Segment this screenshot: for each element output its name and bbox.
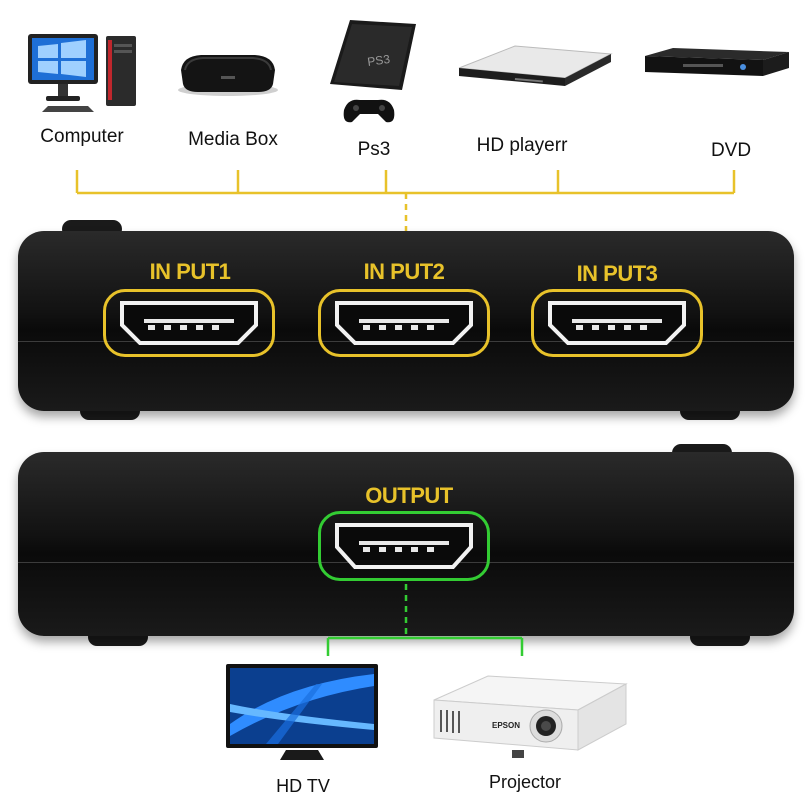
hdmi-port-icon[interactable] bbox=[546, 299, 688, 347]
input-connector-bracket bbox=[75, 170, 736, 260]
source-label-dvd: DVD bbox=[710, 140, 752, 161]
destination-label-tv: HD TV bbox=[276, 776, 330, 796]
hdmi-port-icon[interactable] bbox=[333, 299, 475, 347]
source-label-ps3: Ps3 bbox=[357, 139, 391, 160]
dvd-player-icon bbox=[645, 48, 789, 76]
destination-label-projector: Projector bbox=[488, 772, 562, 792]
hd-player-icon bbox=[458, 45, 613, 86]
input-2-port-frame[interactable] bbox=[318, 289, 490, 357]
source-label-media-box: Media Box bbox=[188, 129, 278, 150]
computer-icon bbox=[28, 34, 136, 112]
input-2-label: IN PUT2 bbox=[363, 259, 445, 284]
input-1-label: IN PUT1 bbox=[149, 259, 231, 284]
source-label-hd-player: HD playerr bbox=[476, 135, 568, 156]
input-3-port-frame[interactable] bbox=[531, 289, 703, 357]
hdmi-port-icon[interactable] bbox=[118, 299, 260, 347]
output-connector-bracket bbox=[326, 584, 524, 656]
hdmi-port-icon[interactable] bbox=[333, 521, 475, 571]
projector-icon: EPSON bbox=[433, 675, 628, 758]
tv-icon bbox=[226, 664, 378, 760]
ps3-icon: PS3 bbox=[330, 20, 416, 123]
svg-text:PS3: PS3 bbox=[366, 52, 391, 69]
input-3-label: IN PUT3 bbox=[576, 261, 658, 286]
input-1-port-frame[interactable] bbox=[103, 289, 275, 357]
output-label: OUTPUT bbox=[365, 483, 453, 508]
output-port-frame[interactable] bbox=[318, 511, 490, 581]
source-label-computer: Computer bbox=[40, 126, 124, 147]
media-box-icon bbox=[178, 55, 278, 96]
svg-text:EPSON: EPSON bbox=[492, 721, 520, 730]
